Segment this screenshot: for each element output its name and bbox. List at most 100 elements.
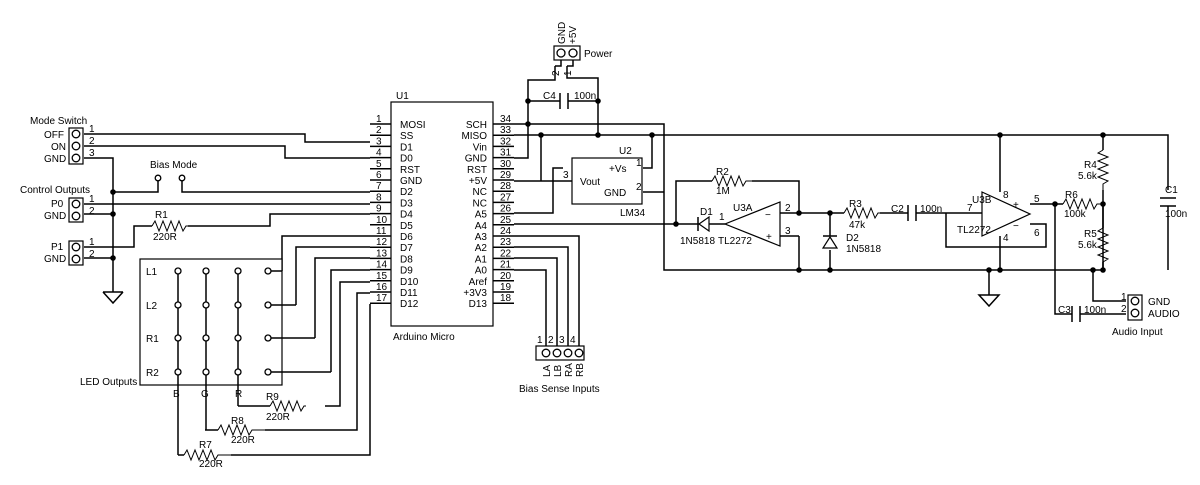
- arduino-pin-number: 18: [500, 293, 512, 304]
- c2-ref: C2: [891, 204, 904, 215]
- arduino-pin-number: 21: [500, 260, 512, 271]
- resistor-r3: R3 47k: [843, 199, 880, 231]
- arduino-pin-label: D11: [400, 288, 418, 299]
- arduino-pin-number: 13: [376, 248, 388, 259]
- header-pin: [552, 348, 562, 358]
- bias-mode-switch: Bias Mode: [150, 160, 198, 182]
- junction-dot: [796, 267, 802, 273]
- control-outputs: Control Outputs P0 GND 1 2 P1 GND 1 2: [20, 185, 95, 266]
- r3-ref: R3: [849, 199, 862, 210]
- arduino-pin-label: RST: [400, 165, 420, 176]
- r2-value: 1M: [716, 186, 730, 197]
- r6-ref: R6: [1065, 190, 1078, 201]
- led-pin: [234, 301, 242, 309]
- c2-value: 100n: [920, 204, 942, 215]
- op-amp-u3b: + − U3B TL2272 7 5 6 8 4: [957, 190, 1040, 244]
- arduino-pin-number: 12: [376, 237, 388, 248]
- pin-number: 3: [559, 335, 565, 346]
- u2-vs: +Vs: [609, 164, 627, 175]
- pin-number: 8: [1003, 190, 1009, 201]
- resistor-r1: R1 220R: [151, 210, 188, 243]
- r1-ref: R1: [155, 210, 168, 221]
- led-outputs-title: LED Outputs: [80, 377, 137, 388]
- u2-ref: U2: [619, 146, 632, 157]
- junction-dot: [525, 121, 531, 127]
- pin-number: 2: [636, 182, 642, 193]
- arduino-pin-label: D5: [400, 221, 413, 232]
- pin-number: 1: [1121, 292, 1127, 303]
- u3b-plus: +: [1013, 200, 1019, 211]
- led-row-label: L2: [146, 301, 158, 312]
- switch-terminal: [154, 174, 162, 182]
- arduino-pin-number: 26: [500, 204, 512, 215]
- p0-gnd-label: GND: [44, 211, 66, 222]
- pin-number: 1: [89, 194, 95, 205]
- capacitor-c1: C1 100n: [1160, 185, 1187, 220]
- junction-dot: [827, 210, 833, 216]
- header-pin: [71, 141, 81, 151]
- arduino-pin-label: +5V: [469, 176, 487, 187]
- op-amp-u3a: − + U3A TL2272 1 2 3: [718, 201, 791, 247]
- arduino-pin-label: A2: [475, 243, 488, 254]
- p0-label: P0: [51, 199, 64, 210]
- arduino-pin-number: 20: [500, 271, 512, 282]
- r3-value: 47k: [849, 220, 866, 231]
- ground-symbol: [102, 291, 124, 305]
- mode-switch-title: Mode Switch: [30, 116, 87, 127]
- arduino-pin-number: 6: [376, 170, 382, 181]
- wires: [84, 66, 1169, 456]
- header-pin: [71, 129, 81, 139]
- arduino-pin-label: D9: [400, 266, 413, 277]
- pin-number: 2: [548, 335, 554, 346]
- pin-number: 2: [89, 136, 95, 147]
- arduino-pin-number: 31: [500, 148, 512, 159]
- u2-gnd: GND: [604, 188, 626, 199]
- r4-value: 5.6k: [1078, 171, 1098, 182]
- arduino-pin-number: 1: [376, 114, 382, 125]
- c1-ref: C1: [1165, 185, 1178, 196]
- d1-value: 1N5818: [680, 236, 715, 247]
- power-pin-num: 2: [551, 70, 562, 76]
- control-outputs-title: Control Outputs: [20, 185, 90, 196]
- op-amp-u3b-body: [981, 191, 1032, 237]
- capacitor-c4: C4 100n: [543, 91, 596, 109]
- led-pin: [234, 267, 242, 275]
- u1-ref: U1: [396, 91, 409, 102]
- u2-vout: Vout: [580, 177, 600, 188]
- arduino-pin-label: MISO: [461, 131, 487, 142]
- arduino-pin-number: 23: [500, 237, 512, 248]
- arduino-pin-label: D8: [400, 254, 413, 265]
- r5-ref: R5: [1084, 229, 1097, 240]
- u3b-name: TL2272: [957, 225, 991, 236]
- junction-dot: [673, 221, 679, 227]
- led-row-label: R2: [146, 368, 159, 379]
- led-row-label: R1: [146, 334, 159, 345]
- arduino-pin-label: Aref: [469, 277, 488, 288]
- arduino-pin-label: +3V3: [463, 288, 487, 299]
- r1-value: 220R: [153, 232, 177, 243]
- led-pin: [202, 334, 210, 342]
- pin-number: 2: [785, 203, 791, 214]
- led-pin-grid: [174, 267, 331, 455]
- led-col-label: G: [201, 389, 209, 400]
- junction-dot: [1052, 201, 1058, 207]
- junction-dot: [110, 211, 116, 217]
- arduino-pin-label: D3: [400, 198, 413, 209]
- op-amp-u3a-body: [723, 201, 781, 247]
- arduino-pin-number: 28: [500, 181, 512, 192]
- bias-sense-title: Bias Sense Inputs: [519, 384, 600, 395]
- arduino-pin-label: A0: [475, 266, 488, 277]
- c4-ref: C4: [543, 91, 556, 102]
- arduino-pin-label: NC: [473, 187, 487, 198]
- power-title: Power: [584, 49, 613, 60]
- pin-number: 2: [1121, 304, 1127, 315]
- power-gnd-label: GND: [557, 22, 568, 44]
- u3b-minus: −: [1013, 221, 1019, 232]
- lm34-body: [571, 157, 643, 205]
- arduino-pin-label: A1: [475, 254, 488, 265]
- junction-dot: [796, 210, 802, 216]
- arduino-pin-number: 15: [376, 271, 388, 282]
- header-pin: [71, 199, 81, 209]
- led-pin: [264, 301, 272, 309]
